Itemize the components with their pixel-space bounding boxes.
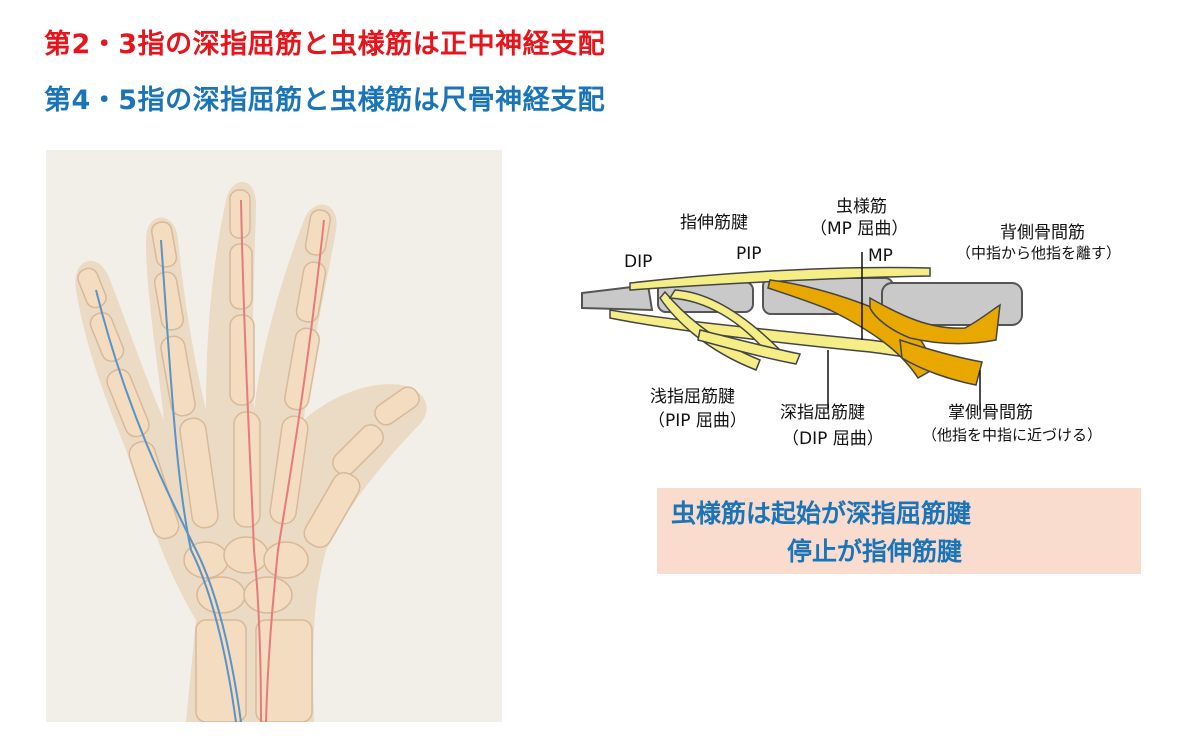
extensor-tendon (629, 266, 931, 291)
label-palmar-interossei-action: （他指を中指に近づける） (922, 426, 1103, 444)
interossei-muscles (869, 296, 1001, 386)
label-lumbrical: 虫様筋 (836, 197, 887, 217)
label-mp: MP (868, 246, 893, 266)
label-palmar-interossei: 掌側骨間筋 (948, 403, 1033, 423)
label-dorsal-interossei: 背側骨間筋 (1000, 223, 1085, 243)
ulnar-nerve-lines (95, 239, 242, 722)
label-fds: 浅指屈筋腱 (650, 387, 735, 407)
label-fdp-action: （DIP 屈曲） (782, 429, 884, 449)
label-dorsal-interossei-action: （中指から他指を離す） (956, 244, 1122, 262)
joint-marker-lines (827, 252, 981, 410)
fds-tendon-main (697, 329, 802, 365)
palmar-interossei (899, 338, 983, 386)
lumbrical-note-box: 虫様筋は起始が深指屈筋腱 停止が指伸筋腱 (657, 488, 1141, 574)
label-fds-action: （PIP 屈曲） (648, 411, 747, 431)
hand-skeleton-illustration (46, 150, 502, 722)
bones (77, 189, 420, 722)
label-pip: PIP (736, 244, 762, 264)
median-nerve-lines (240, 199, 325, 722)
label-extensor-tendon: 指伸筋腱 (680, 213, 748, 233)
flexor-tendons (609, 289, 961, 371)
dorsal-interossei (869, 296, 1001, 345)
note-line-1: 虫様筋は起始が深指屈筋腱 (671, 499, 972, 528)
heading-median-nerve: 第2・3指の深指屈筋と虫様筋は正中神経支配 (44, 29, 606, 60)
label-fdp: 深指屈筋腱 (780, 403, 865, 423)
label-lumbrical-action: （MP 屈曲） (810, 219, 909, 239)
note-line-2: 停止が指伸筋腱 (787, 537, 963, 566)
carpal-bones (183, 536, 309, 614)
distal-phalanx (581, 283, 654, 312)
heading-ulnar-nerve: 第4・5指の深指屈筋と虫様筋は尺骨神経支配 (44, 85, 606, 116)
finger-muscle-diagram (581, 252, 1023, 410)
label-dip: DIP (624, 252, 653, 272)
